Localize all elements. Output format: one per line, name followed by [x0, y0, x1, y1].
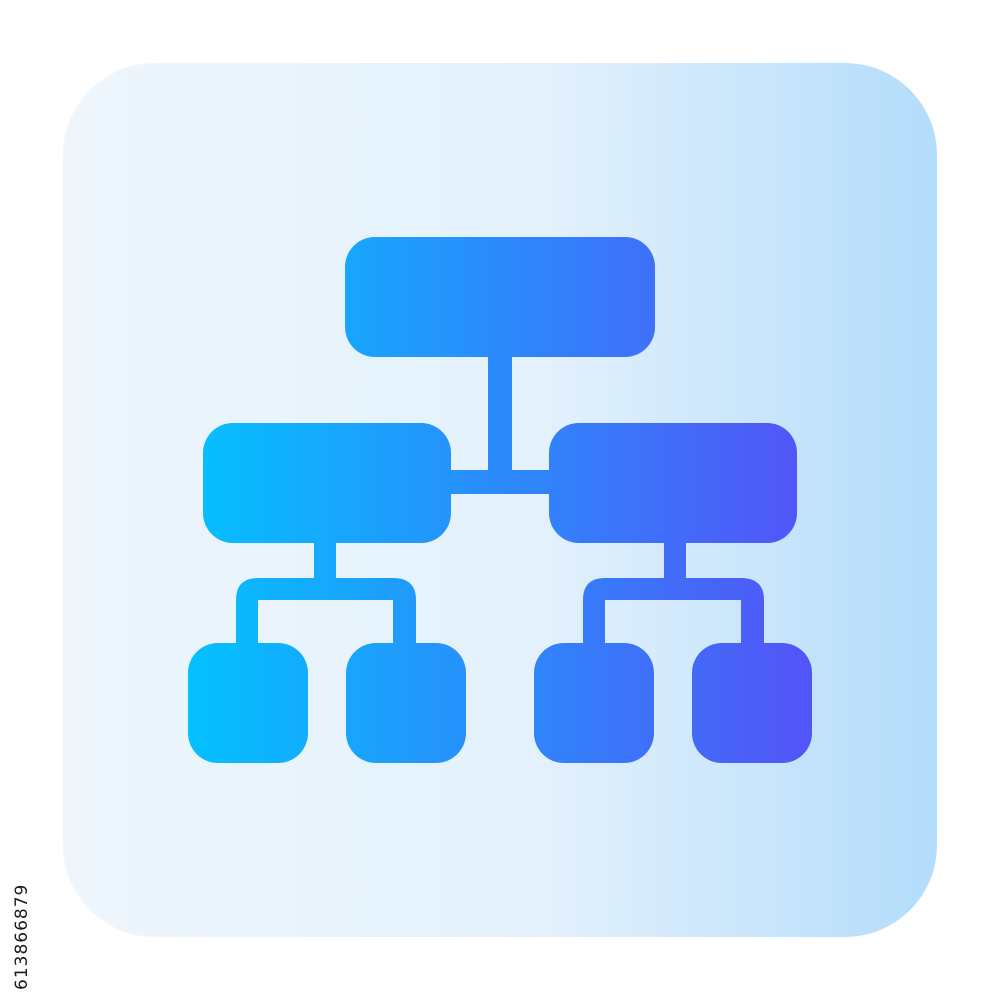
- node-leaf-4: [692, 643, 812, 763]
- node-root: [345, 237, 655, 357]
- node-level2-left: [203, 423, 451, 543]
- node-leaf-2: [346, 643, 466, 763]
- stock-image-id: 613866879: [12, 883, 32, 990]
- connector-top-vertical: [488, 355, 512, 490]
- node-level2-right: [549, 423, 797, 543]
- connector-middle-horizontal: [448, 470, 552, 494]
- node-leaf-1: [188, 643, 308, 763]
- connector-right-bracket: [583, 578, 764, 650]
- node-leaf-3: [534, 643, 654, 763]
- connector-left-bracket: [236, 578, 416, 650]
